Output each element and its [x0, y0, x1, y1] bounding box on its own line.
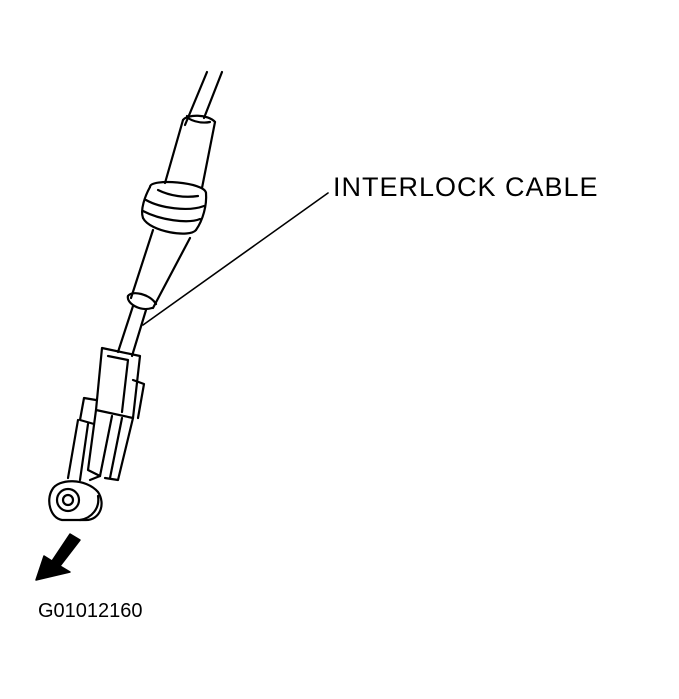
inner-wire	[116, 304, 148, 358]
lower-sleeve	[126, 228, 192, 311]
callout-leader-line	[142, 192, 329, 326]
cable-sleeve	[163, 114, 217, 190]
cable-connector	[66, 346, 146, 482]
interlock-cable-label: INTERLOCK CABLE	[333, 172, 599, 202]
arrow-down-left-icon	[35, 533, 81, 581]
cable-grommet	[141, 181, 208, 235]
cable-end-eyelet	[48, 474, 103, 522]
figure-id: G01012160	[38, 600, 143, 622]
